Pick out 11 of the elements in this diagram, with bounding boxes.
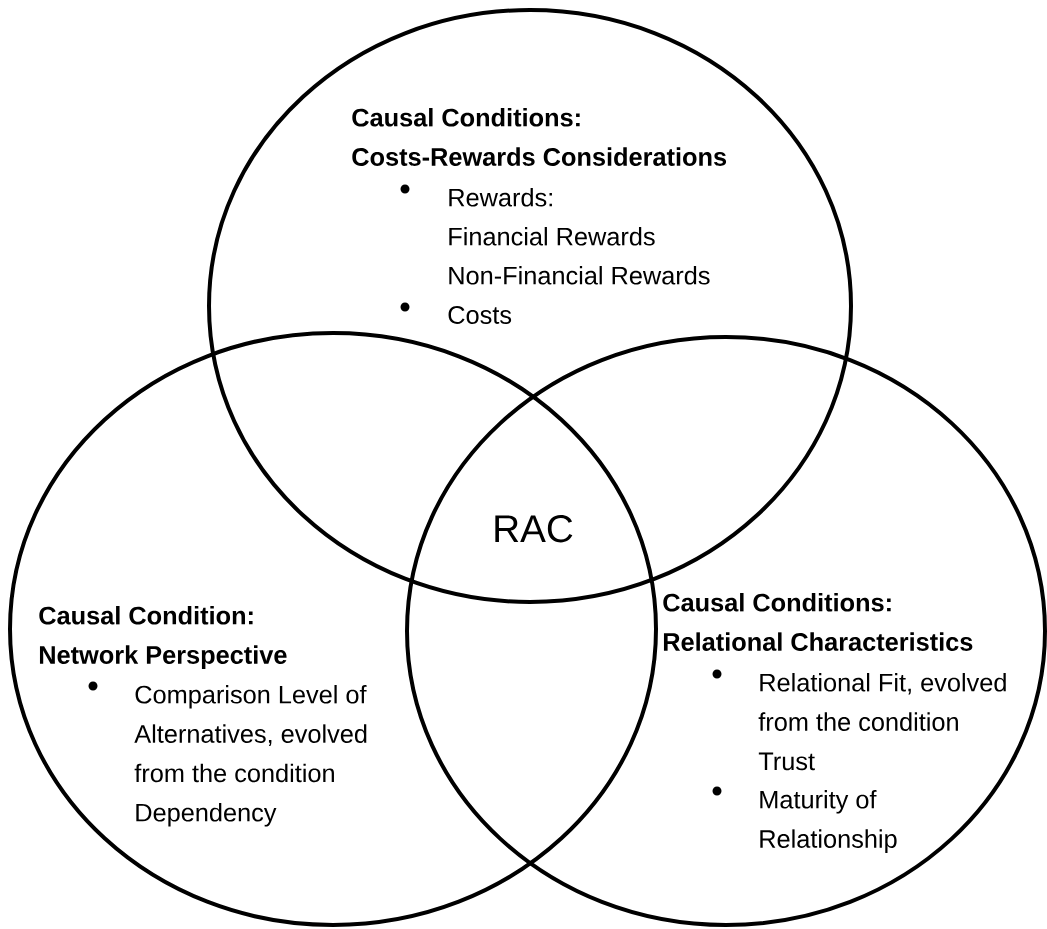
heading-text: Causal Condition: Network Perspective — [39, 606, 287, 669]
bullet-item: Costs — [400, 302, 512, 324]
heading-text: Causal Conditions: Costs-Rewards Considerations — [352, 108, 727, 166]
heading-text: Causal Conditions: Relational Characteristics — [663, 593, 973, 651]
bullet-item: Maturity of Relationship — [712, 786, 897, 853]
center-label: RAC — [495, 515, 573, 543]
bullet-item: Relational Fit, evolved from the condition Trust — [712, 669, 1006, 771]
bullet-item: Rewards: — [400, 184, 552, 207]
list-text: Financial Rewards — [449, 227, 655, 246]
list-text: Non-Financial Rewards — [449, 266, 710, 285]
bullet-item: Comparison Level of Alternatives, evolved from the condition Dependency — [88, 681, 367, 827]
